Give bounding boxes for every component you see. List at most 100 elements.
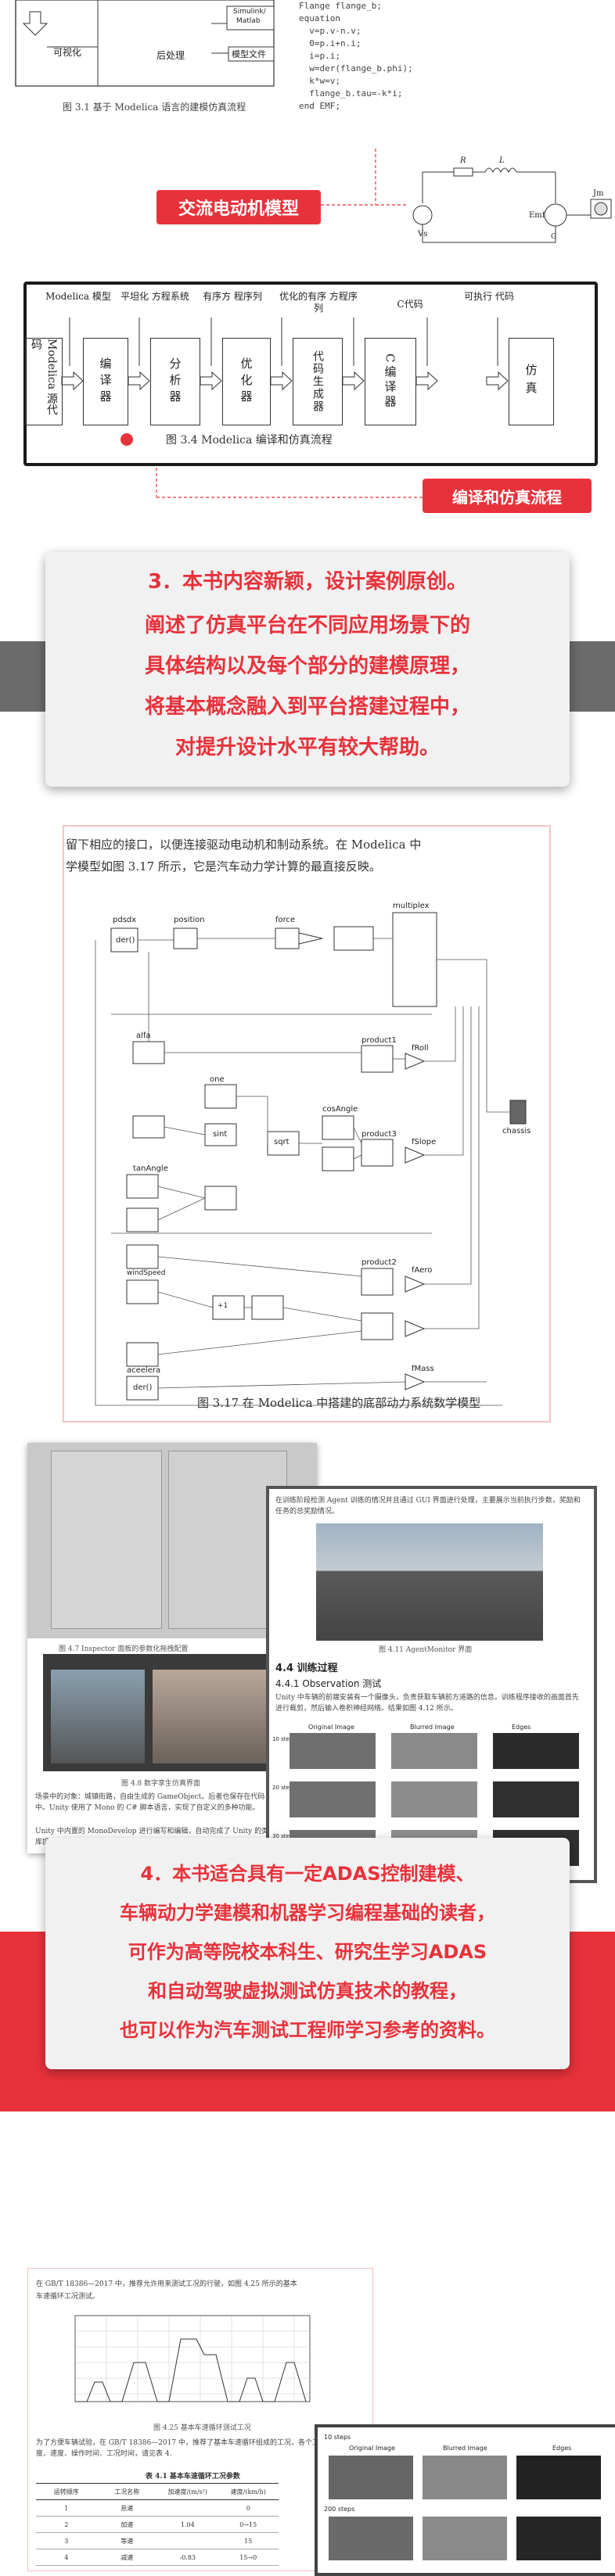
speed-cycle-chart [74,2315,311,2402]
flow-box-simulation: 仿真 [509,338,554,425]
inductor-label: L [499,156,505,165]
grid-thumb [423,2517,507,2560]
block-label: der() [116,936,135,945]
code-line: flange_b.tau=-k*i; [299,88,403,99]
compile-flowchart: Modelica 模型 平坦化 方程系统 有序方 程序列 优化的有序 方程序列 … [23,282,598,466]
right-caption-1: 图 4.11 AgentMonitor 界面 [379,1646,473,1654]
flow-box-compiler: 编译器 [83,338,128,425]
code-line: end EMF; [299,101,340,111]
code-line: i=p.i; [299,51,340,61]
flow-label-exe: 可执行 代码 [464,291,514,302]
flow-label-model: Modelica 模型 [45,291,111,302]
grid-col-label: Blurred Image [443,2445,487,2452]
col-label: Original Image [308,1724,354,1731]
edges-image-thumb [493,1733,579,1769]
block-label: chassis [502,1127,531,1136]
agent-monitor-screenshot [316,1523,543,1641]
digital-twin-screenshot [43,1654,293,1771]
block-label: cosAngle [322,1105,358,1114]
block-label: fRoll [412,1044,429,1053]
block-label: sqrt [274,1138,290,1146]
grid-col-label: Original Image [349,2445,395,2452]
block-label: one [210,1075,225,1084]
block-label: product3 [361,1130,397,1139]
code-line: 0=p.i+n.i; [299,38,361,48]
resistor-label: R [460,156,466,165]
flow-label-ordered: 有序方 程序列 [203,291,262,302]
left-caption-1: 图 4.7 Inspector 面板的参数化拖拽配置 [59,1645,189,1653]
flow-arrows [61,318,509,391]
flow-label-c: C代码 [397,299,423,310]
cycle-table: 运转顺序 工况名称 加速度/(m/s²) 速度/(km/h) 1 怠速 0 2 … [36,2483,279,2566]
red-dot-marker [120,433,133,446]
table-row: 2 加速 1.04 0→15 [36,2517,279,2533]
block-label: fMass [412,1365,434,1373]
ac-motor-circuit: R L Vs Emf Jm G [407,156,615,250]
figure-3-4-caption: 图 3.4 Modelica 编译和仿真流程 [166,434,333,447]
block-label: fSlope [412,1138,437,1146]
table-row: 1 怠速 0 [36,2500,279,2517]
table-cell: 1.04 [180,2520,195,2528]
page-training-process: 在训练阶段检测 Agent 训练的情况并且通过 GUI 界面进行处理，主要展示当… [266,1486,597,1883]
flow-box-codegen: 代码生成器 [293,338,343,425]
block-label: force [275,916,296,924]
subsection-4-4-1-title: 4.4.1 Observation 测试 [275,1678,382,1689]
page-observation-grid: 10 steps Original Image Blurred Image Ed… [315,2424,615,2576]
block-label: tanAngle [133,1164,168,1173]
point-3-card: 3．本书内容新颖，设计案例原创。 阐述了仿真平台在不同应用场景下的 具体结构以及… [45,552,570,787]
grid-thumb [423,2456,507,2499]
block-label: sint [213,1130,228,1139]
scene-view [51,1670,145,1763]
fig317-text-2: 学模型如图 3.17 所示，它是汽车动力学计算的最直接反映。 [66,859,381,874]
table-header-cell: 工况名称 [114,2488,140,2495]
block-label: product1 [361,1036,397,1045]
inspector-panel-left [51,1451,162,1629]
point-4-line: 可作为高等院校本科生、研究生学习ADAS [128,1941,487,1963]
table-header-cell: 速度/(km/h) [230,2488,266,2495]
grid-thumb [516,2517,601,2560]
table-cell: 加速 [120,2520,134,2528]
left-caption-2: 图 4.8 数字孪生仿真界面 [121,1780,201,1788]
dynamics-block-diagram [95,912,527,1406]
edges-image-thumb [493,1781,579,1817]
source-label: Vs [418,230,428,239]
table-cell: -0.83 [179,2553,196,2561]
table-row: 4 减速 -0.83 15→0 [36,2549,279,2566]
matlab-label: Matlab [236,17,261,25]
code-line: k*w=v; [299,76,340,86]
point-4-line: 车辆动力学建模和机器学习编程基础的读者， [120,1902,495,1924]
code-line: w=der(flange_b.phi); [299,63,413,74]
figure-3-1: Simulink/ Matlab 可视化 后处理 模型文件 图 3.1 基于 M… [0,0,297,133]
col-label: Blurred Image [410,1724,455,1731]
table-cell: 1 [64,2504,69,2512]
row-label: 30 steps [272,1833,296,1839]
flow-box-source: Modelica 源代码 [25,338,63,425]
blurred-image-thumb [391,1733,477,1769]
block-label: der() [133,1383,153,1392]
modelica-code-listing: Flange flange_b; equation v=p.v-n.v; 0=p… [299,0,463,149]
bottom-paragraph: 为了方便车辆试验，在 GB/T 18386—2017 中，推荐了基本车速循环组成… [36,2439,361,2458]
block-label: fAero [412,1266,433,1275]
ground-label: G [551,233,557,241]
row-label: 20 steps [272,1785,296,1791]
steps-label: 10 steps [324,2434,351,2441]
block-label: position [174,916,205,924]
inertia-label: Jm [593,189,604,198]
compile-simulation-tag: 编译和仿真流程 [423,479,592,513]
original-image-thumb [290,1781,376,1817]
table-cell: 怠速 [120,2504,134,2512]
point-3-line: 具体结构以及每个部分的建模原理， [144,655,470,678]
visualization-label: 可视化 [53,47,82,58]
col-label: Edges [512,1724,531,1731]
point-3-line: 3．本书内容新颖，设计案例原创。 [147,570,468,594]
table-cell: 2 [64,2520,69,2528]
table-cell: 4 [64,2553,69,2561]
blurred-image-thumb [391,1781,477,1817]
point-3-line: 将基本概念融入到平台搭建过程中， [144,695,470,719]
flow-box-analyzer: 分析器 [150,338,200,425]
code-line: Flange flange_b; [299,1,382,11]
block-label: aceelera [127,1366,161,1375]
figure-3-1-caption: 图 3.1 基于 Modelica 语言的建模仿真流程 [63,102,246,113]
grid-thumb [329,2456,413,2499]
flow-box-c-compiler: C编译器 [365,338,416,425]
